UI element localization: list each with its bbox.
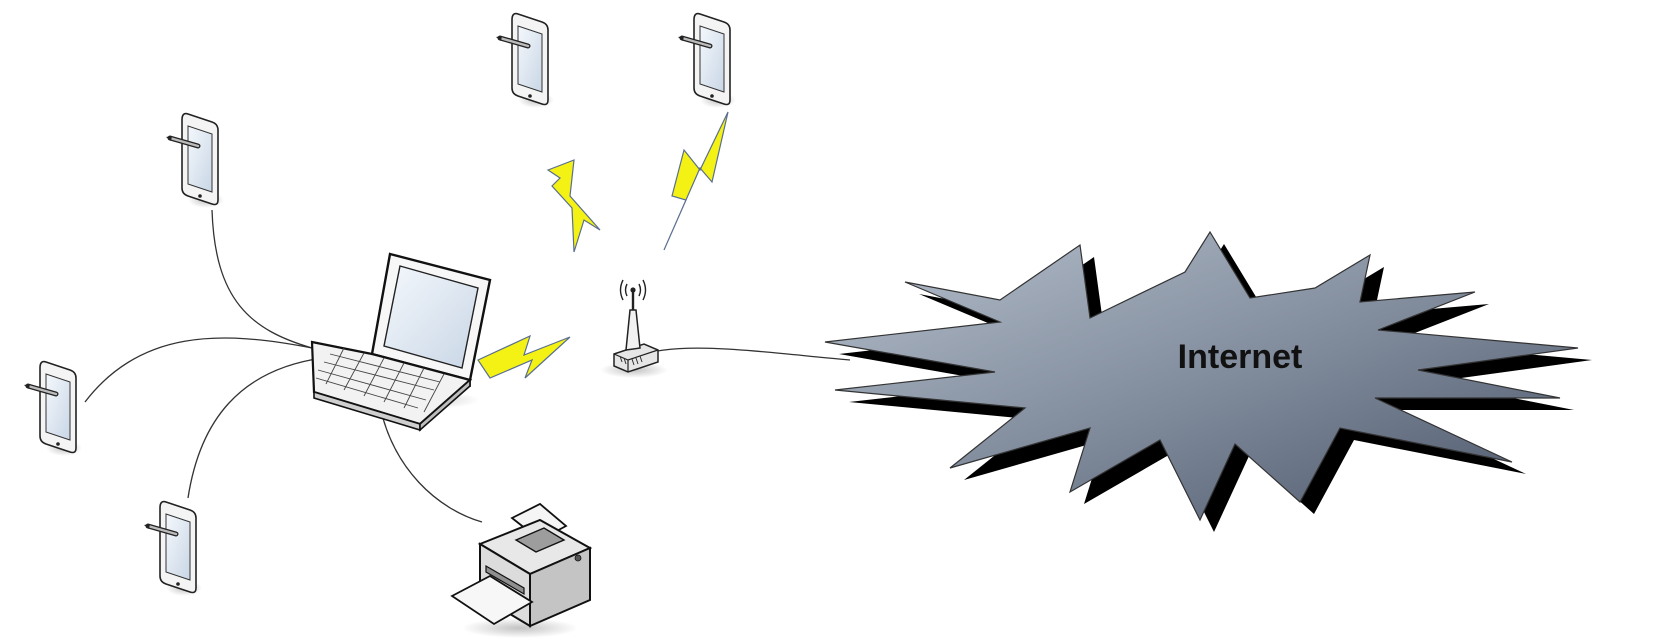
lightning-bolt-router-tablet-middle (546, 159, 601, 253)
internet-burst-body (824, 230, 1579, 522)
link-laptop-tablet-bottom-left (187, 357, 323, 499)
tablet-top-left (166, 114, 224, 208)
link-laptop-tablet-top-left (211, 209, 313, 349)
tablet-bottom-left (144, 502, 202, 596)
printer (450, 502, 593, 638)
router (600, 279, 668, 378)
internet-label: Internet (1178, 338, 1303, 376)
link-laptop-printer (377, 395, 483, 523)
lightning-bolt-laptop-router (477, 334, 571, 379)
tablet-left (24, 362, 82, 456)
link-router-internet (637, 347, 851, 361)
wireless-links (477, 111, 729, 379)
laptop (310, 252, 492, 432)
link-laptop-tablet-left (84, 337, 313, 403)
internet-burst: Internet (824, 230, 1592, 532)
lightning-bolt-router-tablet-right (663, 111, 729, 251)
tablet-top-right (678, 14, 736, 108)
tablet-top-middle (496, 14, 554, 108)
